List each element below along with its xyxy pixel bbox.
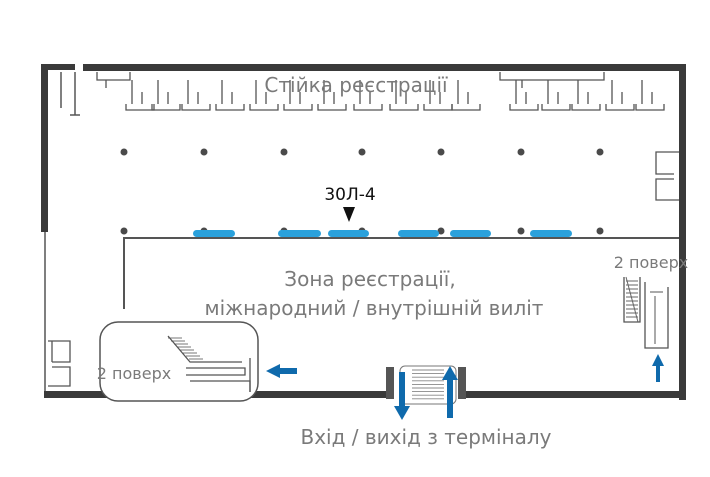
highlighted-desk bbox=[328, 230, 369, 237]
zone-label-line2: міжнародний / внутрішній виліт bbox=[205, 296, 544, 320]
counter-desk-icon bbox=[353, 80, 383, 111]
counter-desk-icon bbox=[283, 80, 313, 111]
top-left-posts bbox=[60, 72, 80, 116]
counter-desk-icon bbox=[451, 80, 481, 111]
checkin-counters bbox=[96, 72, 665, 111]
counter-desk-icon bbox=[125, 80, 155, 111]
desk-marker-label: 30Л-4 bbox=[324, 185, 375, 205]
pillar-icon bbox=[437, 148, 445, 156]
pillar-icon bbox=[596, 227, 604, 235]
pillar-icon bbox=[596, 148, 604, 156]
arrow-down-icon bbox=[394, 372, 410, 420]
arrow-up-right-icon bbox=[652, 354, 664, 382]
highlighted-desk bbox=[398, 230, 439, 237]
wall-top bbox=[83, 64, 686, 71]
pillar-icon bbox=[437, 227, 445, 235]
checkin-counter-label: Стійка реєстрації bbox=[264, 73, 448, 97]
arrow-up-icon bbox=[442, 366, 458, 418]
highlighted-desk bbox=[193, 230, 235, 237]
highlighted-desk bbox=[278, 230, 321, 237]
counter-desk-icon bbox=[215, 80, 245, 111]
escalator-icon bbox=[99, 321, 259, 402]
counter-desk-icon bbox=[541, 80, 571, 111]
pillar-icon bbox=[517, 148, 525, 156]
highlighted-desks bbox=[193, 230, 572, 237]
counter-desk-icon bbox=[571, 80, 601, 111]
pillar-icon bbox=[120, 148, 128, 156]
pillar-icon bbox=[200, 148, 208, 156]
arrow-left-icon bbox=[266, 364, 297, 378]
counter-desk-icon bbox=[605, 80, 635, 111]
highlighted-desk bbox=[530, 230, 572, 237]
counter-desk-icon bbox=[317, 80, 347, 111]
door-icon bbox=[386, 365, 466, 405]
counter-desk-icon bbox=[249, 80, 279, 111]
pillar-icon bbox=[120, 227, 128, 235]
zone-label-line1: Зона реєстрації, bbox=[284, 267, 455, 291]
counter-desk-icon bbox=[635, 80, 665, 111]
floor2-left-label: 2 поверх bbox=[97, 364, 171, 383]
floor2-right-label: 2 поверх bbox=[614, 253, 688, 272]
stairs-icon bbox=[623, 276, 669, 349]
wall-top-left bbox=[41, 64, 75, 70]
wall-left-thick bbox=[41, 64, 48, 232]
counter-desk-icon bbox=[151, 80, 181, 111]
entrance-label: Вхід / вихід з терміналу bbox=[301, 425, 552, 449]
counter-desk-icon bbox=[389, 80, 419, 111]
right-wall-fixture bbox=[655, 151, 679, 201]
highlighted-desk bbox=[450, 230, 491, 237]
pillar-icon bbox=[517, 227, 525, 235]
checkin-zone-boundary bbox=[123, 237, 679, 309]
wall-bottom-right bbox=[466, 391, 686, 398]
pillar-icon bbox=[280, 148, 288, 156]
counter-desk-icon bbox=[181, 80, 211, 111]
counter-desk-icon bbox=[509, 80, 539, 111]
pointer-triangle-icon bbox=[343, 207, 355, 222]
left-wall-fixture bbox=[48, 340, 71, 387]
pillar-icon bbox=[358, 148, 366, 156]
wall-right bbox=[679, 64, 686, 400]
